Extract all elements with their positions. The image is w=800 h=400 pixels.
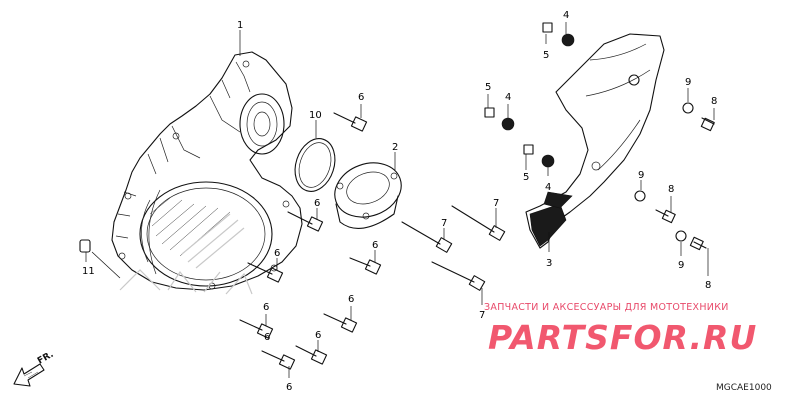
- watermark-promo-text: ЗАПЧАСТИ И АКСЕССУАРЫ ДЛЯ МОТОТЕХНИКИ: [484, 302, 729, 313]
- callout-4-b: 4: [505, 92, 511, 103]
- grommet-4-a: [561, 33, 575, 47]
- callout-7-c: 7: [479, 310, 485, 321]
- bolt-8-a: [700, 117, 715, 132]
- callout-8-b: 8: [668, 184, 674, 195]
- callout-6-g: 6: [315, 330, 321, 341]
- callout-9-b: 9: [638, 170, 644, 181]
- callout-labels: 1 2 3 4 4 4 5 5 5 6 6 6 6 6 6 6 6 6 7 7 …: [82, 10, 717, 393]
- callout-8-a: 8: [711, 96, 717, 107]
- watermark-brand-logo: PARTSFOR.RU: [488, 318, 758, 357]
- leader-lines: [85, 22, 715, 378]
- collar-5-b: [484, 107, 495, 118]
- callout-6-i: 6: [286, 382, 292, 393]
- washer-9-a: [682, 102, 694, 114]
- callout-9-a: 9: [685, 77, 691, 88]
- callout-5-b: 5: [485, 82, 491, 93]
- bolt-6-f: [239, 319, 274, 339]
- callout-4-c: 4: [545, 182, 551, 193]
- callout-3: 3: [546, 258, 552, 269]
- callout-6-a: 6: [358, 92, 364, 103]
- callout-9-c: 9: [678, 260, 684, 271]
- front-direction-arrow-icon: [13, 363, 45, 387]
- callout-6-f: 6: [263, 302, 269, 313]
- bolt-7-c: [431, 261, 486, 291]
- collar-5-a: [542, 22, 553, 33]
- callout-4-a: 4: [563, 10, 569, 21]
- washer-9-b: [634, 190, 646, 202]
- o-ring: [294, 138, 336, 192]
- grommet-4-b: [501, 117, 515, 131]
- callout-6-h: 6: [264, 332, 270, 343]
- callout-5-c: 5: [523, 172, 529, 183]
- callout-1: 1: [237, 20, 243, 31]
- washer-9-c: [675, 230, 687, 242]
- bolt-6-a: [333, 112, 368, 132]
- callout-11: 11: [82, 266, 95, 277]
- callout-6-b: 6: [314, 198, 320, 209]
- callout-6-e: 6: [348, 294, 354, 305]
- sprocket-cover: [525, 33, 665, 249]
- crankcase-cover-left: [111, 51, 303, 295]
- bolt-7-b: [401, 221, 453, 253]
- grommet-4-c: [541, 154, 555, 168]
- callout-2: 2: [392, 142, 398, 153]
- bolt-6-b: [287, 211, 324, 232]
- callout-7-b: 7: [441, 218, 447, 229]
- callout-6-c: 6: [372, 240, 378, 251]
- bolt-6-c: [349, 257, 382, 275]
- callout-10: 10: [309, 110, 322, 121]
- bolt-6-h: [261, 350, 296, 370]
- callout-6-d: 6: [274, 248, 280, 259]
- dowel-pin-11: [79, 239, 91, 253]
- collar-5-c: [523, 144, 534, 155]
- bolt-7-a: [451, 205, 506, 241]
- bolt-6-d: [247, 262, 284, 283]
- bolt-8-b: [655, 209, 676, 224]
- callout-7-a: 7: [493, 198, 499, 209]
- bolt-6-e: [323, 313, 358, 333]
- callout-8-c: 8: [705, 280, 711, 291]
- diagram-code: MGCAE1000: [716, 383, 772, 393]
- bolt-8-c: [689, 236, 707, 251]
- bolt-6-g: [295, 345, 328, 365]
- callout-5-a: 5: [543, 50, 549, 61]
- generator-small-cover: [334, 162, 402, 229]
